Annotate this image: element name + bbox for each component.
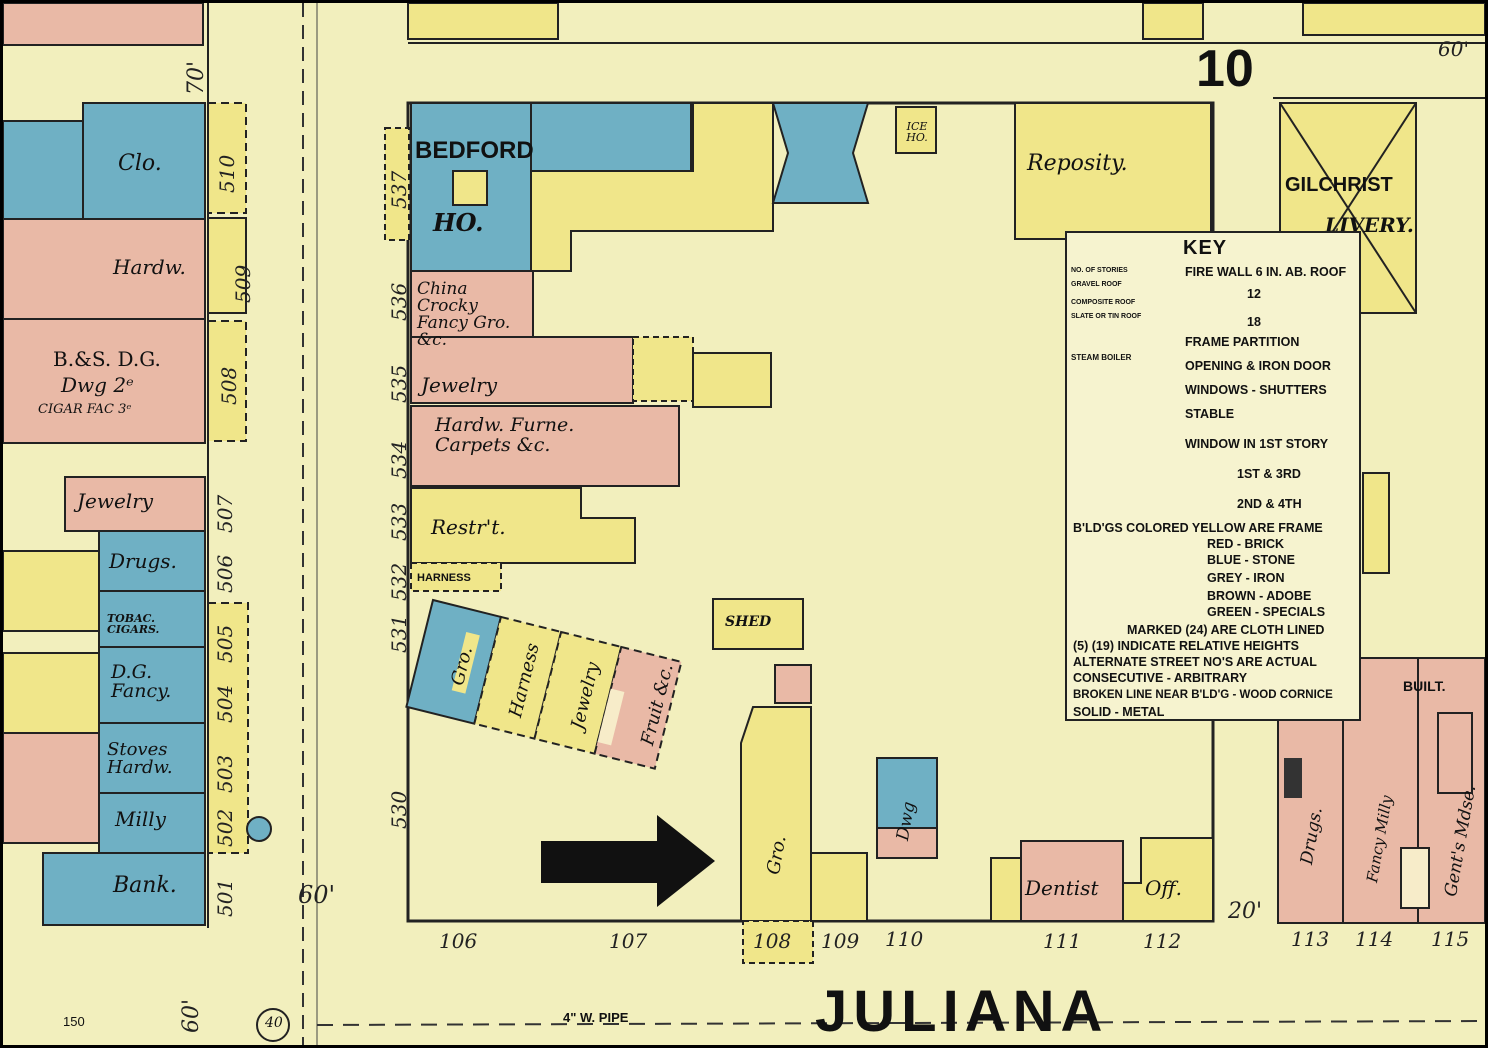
address-number: 501 bbox=[213, 878, 237, 917]
label-hardw-furn: Hardw. Furne. Carpets &c. bbox=[435, 414, 575, 456]
address-number: 534 bbox=[387, 440, 411, 479]
label-ice-ho: ICE HO. bbox=[906, 120, 928, 144]
label-jewelry-left: Jewelry bbox=[77, 489, 154, 513]
hydrant-number: 40 bbox=[265, 1015, 283, 1031]
address-number: 533 bbox=[387, 502, 411, 541]
address-number: 108 bbox=[753, 929, 792, 953]
label-shed: SHED bbox=[725, 614, 772, 630]
street-width: 60' bbox=[298, 881, 336, 909]
legend-row: 18 bbox=[1247, 315, 1261, 329]
label-tobac: TOBAC. CIGARS. bbox=[107, 612, 160, 636]
address-number: 508 bbox=[217, 366, 241, 405]
label-built: BUILT. bbox=[1403, 678, 1446, 694]
address-number: 535 bbox=[387, 364, 411, 403]
legend-row: RED - BRICK bbox=[1207, 537, 1285, 551]
address-number: 536 bbox=[387, 282, 411, 321]
label-stoves: Stoves Hardw. bbox=[107, 739, 173, 778]
legend-row: MARKED (24) ARE CLOTH LINED bbox=[1127, 623, 1325, 637]
legend-row: GREY - IRON bbox=[1207, 571, 1285, 585]
legend-row: (5) (19) INDICATE RELATIVE HEIGHTS bbox=[1073, 639, 1299, 653]
legend-row: CONSECUTIVE - ARBITRARY bbox=[1073, 671, 1248, 685]
legend-left-label: GRAVEL ROOF bbox=[1071, 281, 1122, 288]
label-harness-top: HARNESS bbox=[417, 572, 471, 584]
label-drugs-left: Drugs. bbox=[109, 549, 177, 573]
legend-row: GREEN - SPECIALS bbox=[1207, 605, 1326, 619]
street-width: 70' bbox=[184, 60, 209, 95]
label-gilchrist: GILCHRIST bbox=[1285, 174, 1393, 196]
label-dwg-2e: Dwg 2ᵉ bbox=[61, 373, 134, 397]
address-number: 106 bbox=[439, 929, 478, 953]
street-width: 60' bbox=[1438, 37, 1469, 61]
legend-row: B'LD'GS COLORED YELLOW ARE FRAME bbox=[1073, 521, 1323, 535]
label-bedford: BEDFORD bbox=[415, 137, 534, 164]
label-hardw-left: Hardw. bbox=[113, 255, 186, 279]
label-bedford-ho: HO. bbox=[433, 208, 484, 237]
address-number: 504 bbox=[213, 684, 237, 723]
legend-row: BLUE - STONE bbox=[1207, 553, 1295, 567]
legend-row: FIRE WALL 6 IN. AB. ROOF bbox=[1185, 265, 1347, 279]
label-china: China Crocky Fancy Gro. &c. bbox=[417, 279, 511, 350]
label-cigar: CIGAR FAC 3ᵉ bbox=[38, 402, 132, 417]
legend-title: KEY bbox=[1183, 237, 1228, 259]
address-number: 109 bbox=[821, 929, 860, 953]
street-width: 60' bbox=[179, 998, 204, 1033]
label-reposity: Reposity. bbox=[1027, 151, 1128, 176]
legend-row: FRAME PARTITION bbox=[1185, 335, 1300, 349]
label-milly-left: Milly bbox=[115, 807, 166, 831]
address-number: 532 bbox=[387, 562, 411, 601]
legend-row: WINDOW IN 1ST STORY bbox=[1185, 437, 1329, 451]
label-dg-fancy: D.G. Fancy. bbox=[111, 661, 172, 702]
legend-row: SOLID - METAL bbox=[1073, 705, 1165, 719]
address-number: 502 bbox=[213, 808, 237, 847]
legend-left-label: NO. OF STORIES bbox=[1071, 267, 1128, 274]
legend-left-label: SLATE OR TIN ROOF bbox=[1071, 313, 1142, 320]
label-livery: LIVERY. bbox=[1325, 213, 1414, 237]
label-restrt: Restr't. bbox=[431, 515, 506, 539]
legend-row: 12 bbox=[1247, 287, 1261, 301]
address-number: 530 bbox=[387, 790, 411, 829]
legend-row: STABLE bbox=[1185, 407, 1235, 421]
legend-row: 2ND & 4TH bbox=[1237, 497, 1302, 511]
label-clo: Clo. bbox=[118, 151, 162, 176]
address-number: 505 bbox=[213, 624, 237, 663]
address-number: 114 bbox=[1355, 927, 1394, 951]
legend-row: WINDOWS - SHUTTERS bbox=[1185, 383, 1327, 397]
legend-row: 1ST & 3RD bbox=[1237, 467, 1301, 481]
legend-row: BROKEN LINE NEAR B'LD'G - WOOD CORNICE bbox=[1073, 689, 1333, 701]
address-number: 537 bbox=[387, 170, 411, 209]
legend-row: BROWN - ADOBE bbox=[1207, 589, 1312, 603]
sanborn-map: 10 JULIANA 4" W. PIPE 150 40 60' 60' 70'… bbox=[3, 3, 1485, 1045]
address-number: 531 bbox=[387, 614, 411, 653]
label-jewelry-mid: Jewelry bbox=[421, 373, 498, 397]
address-number: 506 bbox=[213, 554, 237, 593]
page-corner-number: 150 bbox=[63, 1014, 85, 1029]
arrow-pointer-icon bbox=[541, 815, 715, 907]
street-name: JULIANA bbox=[815, 979, 1109, 1044]
address-number: 503 bbox=[213, 754, 237, 793]
map-key-legend: KEY NO. OF STORIES GRAVEL ROOF COMPOSITE… bbox=[1065, 231, 1361, 721]
label-bank: Bank. bbox=[113, 873, 177, 898]
address-number: 107 bbox=[609, 929, 648, 953]
address-number: 110 bbox=[885, 927, 924, 951]
street-width: 20' bbox=[1228, 899, 1263, 924]
pipe-label: 4" W. PIPE bbox=[563, 1010, 629, 1025]
address-number: 111 bbox=[1043, 929, 1082, 953]
sheet-number: 10 bbox=[1196, 40, 1254, 98]
address-number: 115 bbox=[1431, 927, 1470, 951]
address-number: 509 bbox=[231, 264, 255, 303]
label-off: Off. bbox=[1145, 876, 1182, 900]
address-number: 510 bbox=[215, 154, 239, 193]
label-dentist: Dentist bbox=[1025, 876, 1099, 900]
address-number: 507 bbox=[213, 494, 237, 533]
address-number: 113 bbox=[1291, 927, 1330, 951]
label-bs-dg: B.&S. D.G. bbox=[53, 347, 161, 371]
legend-row: ALTERNATE STREET NO'S ARE ACTUAL bbox=[1073, 655, 1317, 669]
legend-left-label: COMPOSITE ROOF bbox=[1071, 299, 1136, 306]
legend-row: OPENING & IRON DOOR bbox=[1185, 359, 1331, 373]
address-number: 112 bbox=[1143, 929, 1182, 953]
legend-left-label: STEAM BOILER bbox=[1071, 353, 1132, 362]
